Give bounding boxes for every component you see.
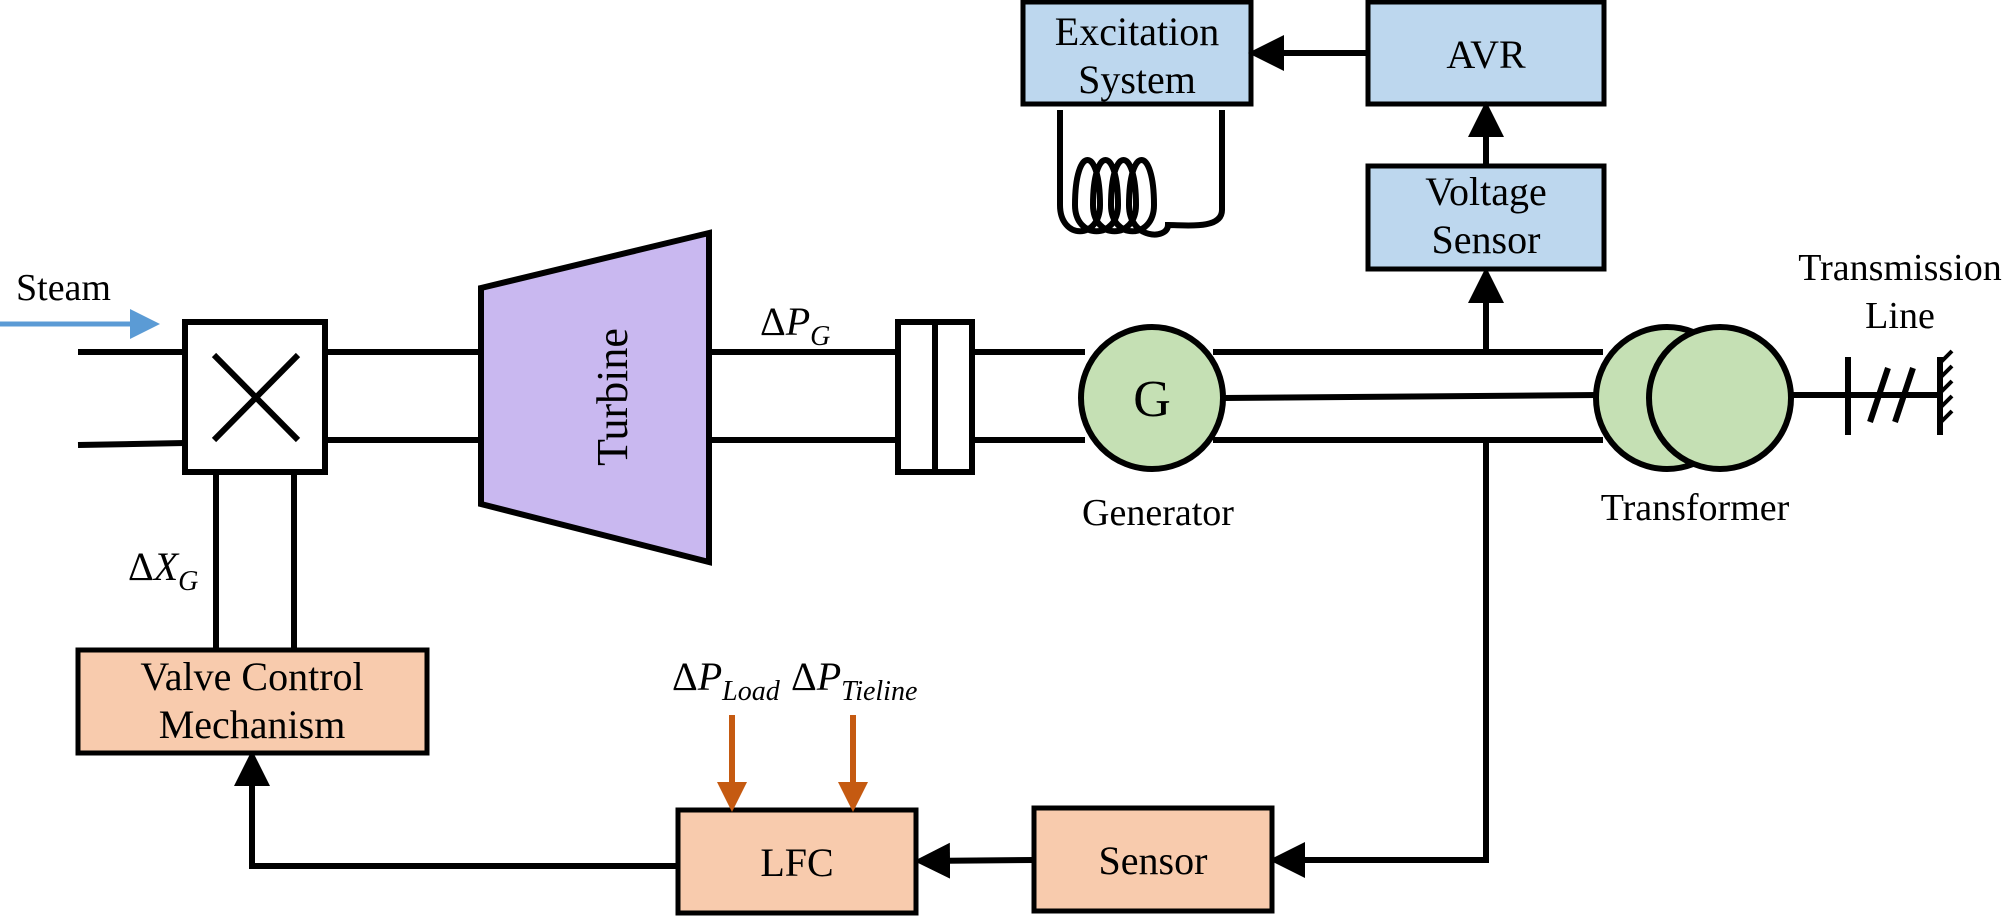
delta-pload-label: ΔPLoad	[672, 654, 781, 707]
transmission-line-label-1: Transmission	[1798, 247, 2001, 289]
bus-to-sensor-path	[1269, 440, 1489, 878]
transmission-line-symbol	[1791, 349, 1954, 435]
steam-pipe-bottom	[77, 440, 186, 448]
generator-label: Generator	[1082, 492, 1234, 534]
svg-text:Sensor: Sensor	[1099, 838, 1208, 883]
pload-subscript: Load	[721, 676, 781, 707]
delta-ptieline-label: ΔPTieline	[791, 654, 917, 707]
pload-base: P	[697, 654, 722, 699]
svg-text:Mechanism: Mechanism	[159, 702, 346, 747]
ptieline-subscript: Tieline	[841, 676, 917, 707]
bus-line-middle	[1222, 392, 1599, 401]
transmission-line-label-2: Line	[1865, 295, 1935, 337]
sensor-to-lfc-arrow	[914, 842, 1035, 879]
svg-text:LFC: LFC	[760, 840, 833, 885]
delta-symbol: Δ	[760, 299, 786, 344]
svg-text:Sensor: Sensor	[1432, 217, 1541, 262]
delta-xg-label: ΔXG	[128, 544, 198, 597]
svg-text:Valve Control: Valve Control	[140, 654, 363, 699]
generator: G	[1078, 324, 1226, 472]
svg-text:AVR: AVR	[1446, 32, 1526, 77]
sensor-block: Sensor	[1031, 805, 1275, 914]
shaft-coupling	[895, 319, 975, 475]
excitation-system-block: Excitation System	[1020, 0, 1254, 107]
steam-valve	[182, 319, 328, 475]
xg-base: X	[152, 544, 180, 589]
svg-text:Voltage: Voltage	[1425, 169, 1546, 214]
delta-symbol: Δ	[128, 544, 154, 589]
turbine-block: Turbine	[478, 229, 712, 566]
turbine-label: Turbine	[588, 328, 637, 466]
delta-pg-label: ΔPG	[760, 299, 830, 352]
excitation-coil	[1057, 110, 1225, 238]
lfc-to-valve-control-path	[234, 750, 678, 869]
voltage-sensor-block: Voltage Sensor	[1365, 163, 1607, 272]
transformer-label: Transformer	[1601, 487, 1790, 529]
pg-subscript: G	[810, 321, 830, 352]
avr-block: AVR	[1365, 0, 1607, 107]
pg-base: P	[785, 299, 810, 344]
delta-symbol: Δ	[791, 654, 817, 699]
generator-symbol: G	[1133, 371, 1171, 428]
svg-text:Excitation: Excitation	[1055, 9, 1219, 54]
svg-text:System: System	[1078, 57, 1196, 102]
valve-control-mechanism-block: Valve Control Mechanism	[75, 647, 430, 756]
transformer	[1593, 324, 1794, 472]
xg-subscript: G	[178, 566, 198, 597]
steam-label: Steam	[16, 267, 111, 309]
delta-symbol: Δ	[672, 654, 698, 699]
lfc-block: LFC	[675, 807, 919, 916]
ptie-base: P	[816, 654, 841, 699]
